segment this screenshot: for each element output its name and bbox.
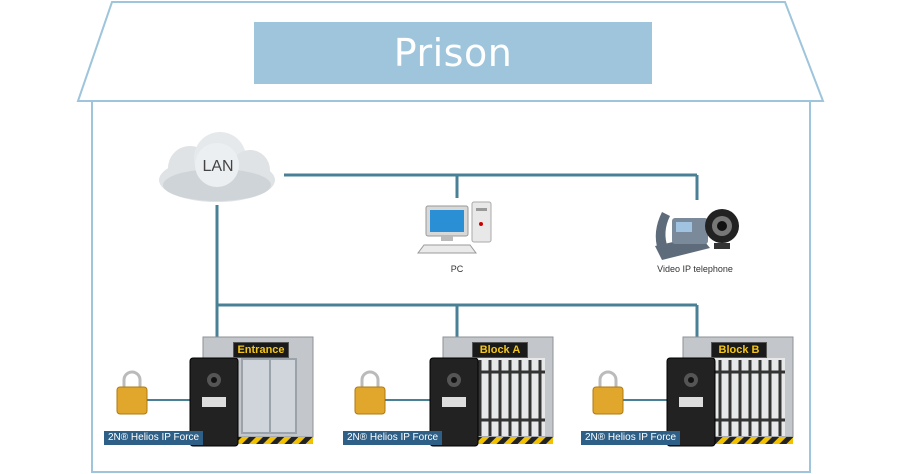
block-b-device-label: 2N® Helios IP Force — [581, 431, 681, 445]
entrance-intercom-icon — [189, 357, 239, 447]
video-phone-icon — [655, 209, 739, 260]
entrance-device-label: 2N® Helios IP Force — [104, 431, 204, 445]
lan-label: LAN — [202, 158, 234, 175]
block-a-intercom-icon — [429, 357, 479, 447]
entrance-lock-icon — [116, 370, 148, 415]
pc-label: PC — [450, 264, 464, 274]
block-a-lock-icon — [354, 370, 386, 415]
building-title-box: Prison — [254, 22, 652, 84]
block-a-device-label: 2N® Helios IP Force — [343, 431, 443, 445]
pc-icon — [417, 201, 492, 254]
block-b-intercom-icon — [666, 357, 716, 447]
entrance-sign: Entrance — [233, 342, 289, 358]
walls — [91, 101, 811, 473]
roof — [76, 0, 825, 102]
block-b-lock-icon — [592, 370, 624, 415]
building-title: Prison — [393, 31, 513, 75]
video-phone-label: Video IP telephone — [657, 264, 733, 274]
block-b-sign: Block B — [711, 342, 767, 358]
lan-cloud-icon — [159, 132, 275, 202]
block-a-sign: Block A — [472, 342, 528, 358]
